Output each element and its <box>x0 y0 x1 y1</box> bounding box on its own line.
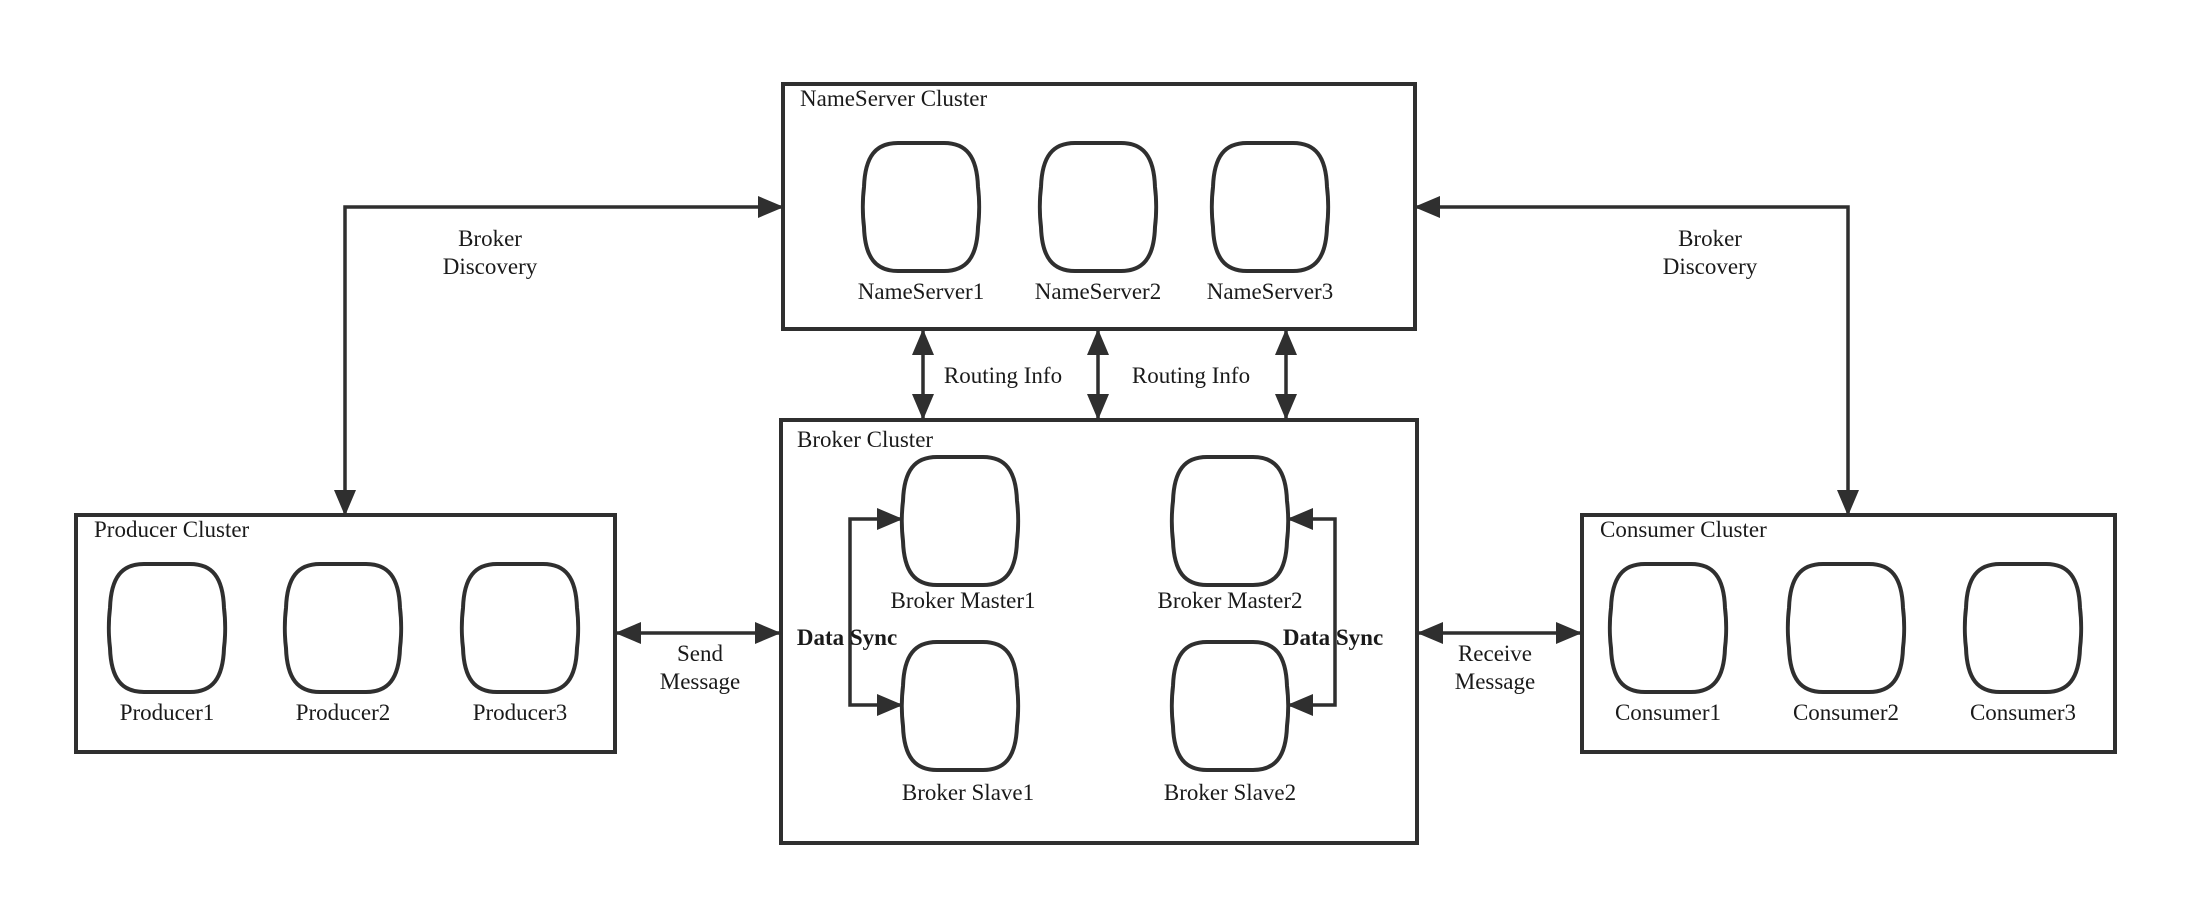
broker-master1-barrel <box>899 455 1021 587</box>
consumer2-label: Consumer2 <box>1793 700 1899 725</box>
data-sync-right-label: Data Sync <box>1283 625 1383 650</box>
nameserver-cluster-title: NameServer Cluster <box>800 86 987 111</box>
routing-info-right-label: Routing Info <box>1132 363 1250 388</box>
broker-slave2-barrel <box>1169 640 1291 772</box>
nameserver3-barrel <box>1209 141 1331 273</box>
data-sync-right-arrow <box>1287 508 1337 716</box>
broker-discovery-left-arrow <box>334 196 784 516</box>
consumer-cluster-title: Consumer Cluster <box>1600 517 1767 542</box>
broker-cluster-title: Broker Cluster <box>797 427 933 452</box>
broker-discovery-left-label-line2: Discovery <box>443 254 538 279</box>
nameserver2-label: NameServer2 <box>1035 279 1161 304</box>
send-message-label-line1: Send <box>677 641 724 666</box>
send-message-label-line2: Message <box>660 669 740 694</box>
broker-slave2-label: Broker Slave2 <box>1164 780 1296 805</box>
producer-cluster-title: Producer Cluster <box>94 517 250 542</box>
broker-master2-label: Broker Master2 <box>1158 588 1303 613</box>
producer3-barrel <box>459 562 581 694</box>
broker-slave1-label: Broker Slave1 <box>902 780 1034 805</box>
routing-info-left-label: Routing Info <box>944 363 1062 388</box>
receive-message-label-line2: Message <box>1455 669 1535 694</box>
producer2-label: Producer2 <box>296 700 391 725</box>
broker-discovery-right-label-line2: Discovery <box>1663 254 1758 279</box>
broker-discovery-right-arrow <box>1414 196 1859 516</box>
nameserver1-barrel <box>860 141 982 273</box>
broker-master1-label: Broker Master1 <box>891 588 1036 613</box>
producer2-barrel <box>282 562 404 694</box>
broker-slave1-barrel <box>899 640 1021 772</box>
nameserver2-barrel <box>1037 141 1159 273</box>
producer3-label: Producer3 <box>473 700 568 725</box>
broker-discovery-right-label-line1: Broker <box>1678 226 1742 251</box>
nameserver1-label: NameServer1 <box>858 279 984 304</box>
data-sync-left-arrow <box>848 508 903 716</box>
data-sync-left-label: Data Sync <box>797 625 897 650</box>
consumer3-label: Consumer3 <box>1970 700 2076 725</box>
consumer1-barrel <box>1607 562 1729 694</box>
consumer3-barrel <box>1962 562 2084 694</box>
broker-master2-barrel <box>1169 455 1291 587</box>
broker-discovery-left-label-line1: Broker <box>458 226 522 251</box>
nameserver3-label: NameServer3 <box>1207 279 1333 304</box>
receive-message-label-line1: Receive <box>1458 641 1532 666</box>
producer1-barrel <box>106 562 228 694</box>
consumer1-label: Consumer1 <box>1615 700 1721 725</box>
producer1-label: Producer1 <box>120 700 215 725</box>
consumer2-barrel <box>1785 562 1907 694</box>
